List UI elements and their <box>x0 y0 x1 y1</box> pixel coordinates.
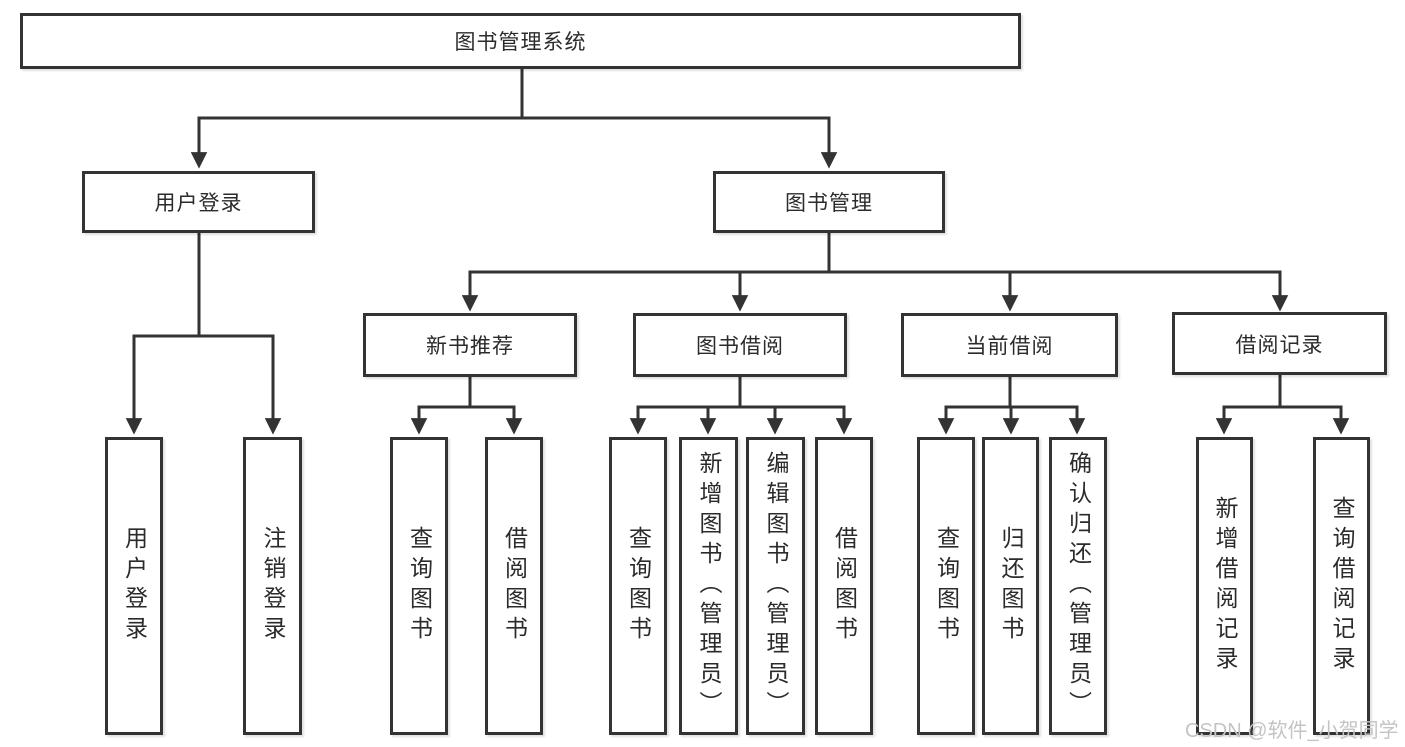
node-current-borrow: 当前借阅 <box>901 313 1118 377</box>
leaf-records-add-record: 新增借阅记录 <box>1196 437 1253 735</box>
leaf-current-return-book-label: 归还图书 <box>998 526 1024 646</box>
leaf-current-search-book-label: 查询图书 <box>933 526 960 646</box>
leaf-newrec-search-book-label: 查询图书 <box>406 526 433 646</box>
node-book-borrow: 图书借阅 <box>633 313 847 377</box>
leaf-newrec-search-book: 查询图书 <box>390 437 448 735</box>
node-borrow-records-label: 借阅记录 <box>1235 333 1324 357</box>
node-root-system: 图书管理系统 <box>20 13 1021 69</box>
leaf-borrow-search-book-label: 查询图书 <box>625 526 652 646</box>
leaf-logout-login-label: 注销登录 <box>260 526 286 646</box>
leaf-records-add-record-label: 新增借阅记录 <box>1212 496 1238 676</box>
leaf-borrow-edit-book-admin-label: 编辑图书（管理员） <box>763 451 789 721</box>
leaf-current-return-book: 归还图书 <box>982 437 1039 735</box>
leaf-records-search-record-label: 查询借阅记录 <box>1329 496 1355 676</box>
leaf-records-search-record: 查询借阅记录 <box>1313 437 1370 735</box>
csdn-watermark: CSDN @软件_小贺同学 <box>1185 720 1399 742</box>
leaf-current-confirm-return-admin: 确认归还（管理员） <box>1049 437 1107 735</box>
leaf-newrec-borrow-book-label: 借阅图书 <box>501 526 528 646</box>
node-book-borrow-label: 图书借阅 <box>696 335 784 358</box>
leaf-borrow-add-book-admin-label: 新增图书（管理员） <box>696 451 722 721</box>
node-borrow-records: 借阅记录 <box>1172 312 1387 375</box>
leaf-logout-login: 注销登录 <box>243 437 302 735</box>
leaf-newrec-borrow-book: 借阅图书 <box>485 437 543 735</box>
leaf-borrow-add-book-admin: 新增图书（管理员） <box>679 437 738 735</box>
node-new-book-recommend: 新书推荐 <box>363 313 577 377</box>
node-root-system-label: 图书管理系统 <box>454 31 587 54</box>
node-new-book-recommend-label: 新书推荐 <box>426 335 514 358</box>
node-user-login: 用户登录 <box>82 171 315 233</box>
leaf-borrow-search-book: 查询图书 <box>609 437 667 735</box>
node-book-management: 图书管理 <box>713 171 945 233</box>
leaf-current-search-book: 查询图书 <box>917 437 975 735</box>
node-current-borrow-label: 当前借阅 <box>965 335 1054 358</box>
node-user-login-label: 用户登录 <box>154 192 243 215</box>
leaf-current-confirm-return-admin-label: 确认归还（管理员） <box>1065 451 1092 721</box>
leaf-user-login-label: 用户登录 <box>121 526 148 646</box>
leaf-user-login: 用户登录 <box>105 437 163 735</box>
leaf-borrow-borrow-book-label: 借阅图书 <box>831 526 858 646</box>
leaf-borrow-edit-book-admin: 编辑图书（管理员） <box>746 437 805 735</box>
leaf-borrow-borrow-book: 借阅图书 <box>815 437 873 735</box>
node-book-management-label: 图书管理 <box>785 192 873 215</box>
